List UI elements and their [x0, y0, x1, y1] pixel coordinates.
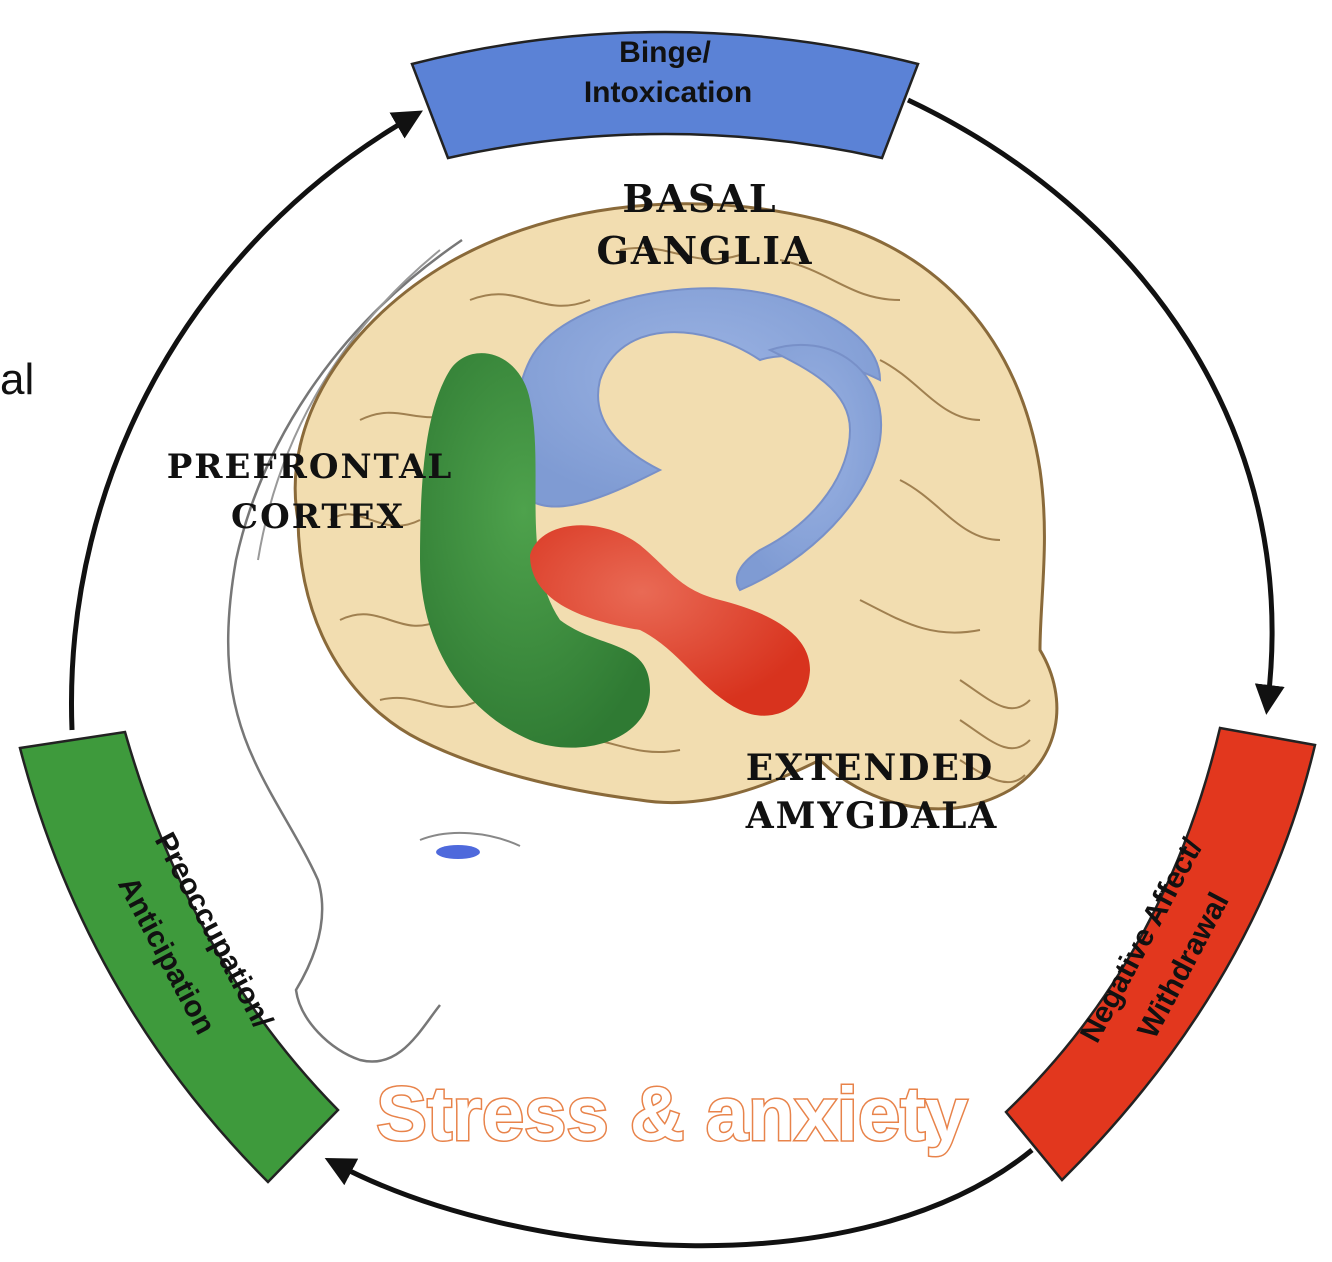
extended-amygdala-label-line1: Extended — [746, 747, 994, 789]
eyelid — [420, 833, 520, 846]
preoccupation-anticipation-box: Preoccupation/ Anticipation — [20, 732, 338, 1182]
negative-affect-withdrawal-box: Negative Affect/ Withdrawal — [1006, 728, 1315, 1180]
basal-ganglia-label-line1: Basal — [622, 176, 777, 221]
binge-label-line1: Binge/ — [619, 36, 711, 69]
prefrontal-cortex-label-line2: Cortex — [231, 497, 405, 537]
binge-intoxication-box: Binge/ Intoxication — [412, 32, 918, 158]
prefrontal-cortex-label-line1: Prefrontal — [167, 447, 454, 487]
extended-amygdala-label-line2: Amygdala — [745, 795, 999, 837]
basal-ganglia-label-line2: Ganglia — [596, 228, 813, 273]
eye-icon — [436, 845, 480, 859]
arc-withdrawal-to-preoccupation — [338, 1150, 1032, 1246]
binge-label-line2: Intoxication — [584, 76, 752, 109]
stress-anxiety-overlay-text: Stress & anxiety — [376, 1072, 967, 1157]
